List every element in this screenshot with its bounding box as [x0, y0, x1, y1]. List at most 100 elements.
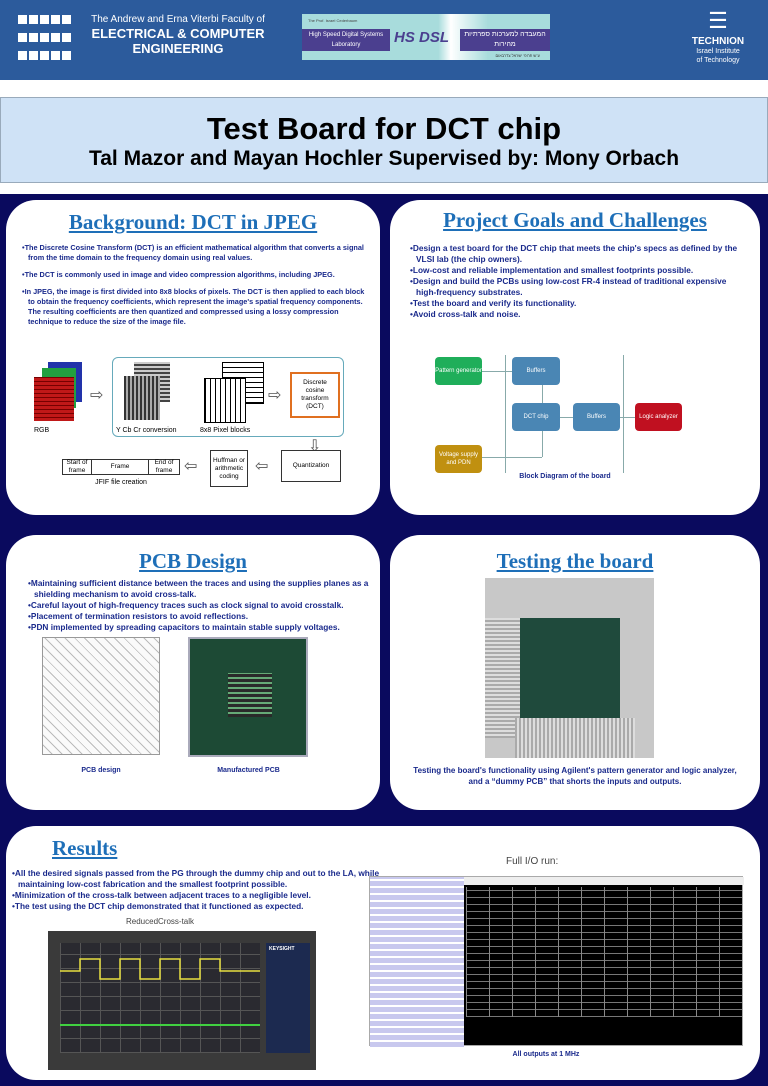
header-banner: The Andrew and Erna Viterbi Faculty of E… — [0, 0, 768, 80]
oscilloscope-photo: KEYSIGHT — [48, 931, 316, 1070]
faculty-line2: ELECTRICAL & COMPUTER — [91, 26, 265, 41]
jfif-label: JFIF file creation — [95, 479, 147, 486]
yellow-trace — [60, 958, 260, 980]
pcb-bullet: PDN implemented by spreading capacitors … — [26, 622, 372, 633]
testing-title: Testing the board — [496, 549, 654, 573]
goals-panel: Project Goals and Challenges Design a te… — [390, 200, 760, 515]
poster-title: Test Board for DCT chip — [206, 111, 562, 146]
buffers-block: Buffers — [512, 357, 560, 385]
faculty-line3: ENGINEERING — [132, 41, 224, 56]
goals-title: Project Goals and Challenges — [443, 208, 707, 232]
conversion-group — [112, 357, 344, 437]
technion-logo: ☰ TECHNION Israel Institute of Technolog… — [680, 6, 756, 65]
connector-line — [620, 417, 636, 418]
frame-label: Frame — [110, 463, 130, 470]
signal-list — [370, 877, 464, 1047]
technion-emblem-icon: ☰ — [708, 8, 728, 33]
background-bullet: In JPEG, the image is first divided into… — [20, 287, 366, 327]
huffman-box: Huffman or arithmetic coding — [210, 450, 248, 487]
blocks-label: 8x8 Pixel blocks — [200, 427, 251, 434]
scope-brand: KEYSIGHT — [269, 946, 295, 952]
technion-name: TECHNION — [691, 36, 745, 47]
results-panel: Results All the desired signals passed f… — [6, 826, 760, 1080]
background-bullet: The DCT is commonly used in image and vi… — [20, 270, 366, 280]
lab-name-en: High Speed Digital Systems Laboratory — [302, 29, 390, 51]
lab-logo-text: HS DSL — [394, 29, 450, 46]
background-bullet: The Discrete Cosine Transform (DCT) is a… — [20, 243, 366, 263]
rgb-red-layer — [34, 377, 74, 421]
voltage-supply-block: Voltage supply and PDN — [435, 445, 482, 473]
goals-bullet: Test the board and verify its functional… — [408, 298, 746, 309]
background-title: Background: DCT in JPEG — [68, 210, 318, 234]
title-box: Test Board for DCT chip Tal Mazor and Ma… — [0, 97, 768, 183]
connector-line — [482, 371, 512, 372]
results-bullet: All the desired signals passed from the … — [10, 868, 380, 890]
ycbcr-layer — [124, 376, 160, 420]
connector-line — [542, 383, 543, 403]
start-frame-box: Start of frame — [62, 459, 92, 475]
connector-line — [482, 457, 542, 458]
huffman-label: Huffman or arithmetic coding — [212, 456, 246, 480]
dct-label: Discrete cosine transform (DCT) — [301, 379, 329, 410]
start-label: Start of frame — [66, 459, 88, 474]
divider-line — [623, 355, 624, 473]
chip-socket — [228, 673, 272, 717]
pcb-panel: PCB Design Maintaining sufficient distan… — [6, 535, 380, 810]
logic-analyzer-block: Logic analyzer — [635, 403, 682, 431]
pattern-generator-block: Pattern generator — [435, 357, 482, 385]
time-ruler — [464, 877, 744, 885]
test-setup-photo — [485, 578, 654, 758]
goals-bullet: Design a test board for the DCT chip tha… — [408, 243, 746, 265]
arrow-right-icon: ⇨ — [268, 387, 282, 404]
block-diagram-caption: Block Diagram of the board — [519, 473, 611, 480]
buffers-block: Buffers — [573, 403, 620, 431]
divider-line — [505, 355, 506, 473]
manufactured-pcb-caption: Manufactured PCB — [217, 767, 280, 774]
connector-line — [560, 417, 580, 418]
end-label: End of frame — [154, 459, 174, 474]
results-bullet: Minimization of the cross-talk between a… — [10, 890, 380, 901]
quantization-box: Quantization — [281, 450, 341, 482]
connector-line — [542, 431, 543, 457]
poster-authors: Tal Mazor and Mayan Hochler Supervised b… — [88, 147, 680, 170]
lab-sub-he: ע"ש פרופ' ישראל צדרבאום — [495, 53, 540, 58]
testing-caption: Testing the board's functionality using … — [413, 766, 737, 786]
faculty-line1: The Andrew and Erna Viterbi Faculty of — [91, 14, 265, 25]
hsdsl-lab-logo: The Prof. Israel Cederbaum High Speed Di… — [302, 14, 550, 60]
lab-name-he: המעבדה למערכות ספרתיות מהירות — [460, 29, 550, 51]
rgb-label: RGB — [34, 427, 50, 434]
arrow-left-icon: ⇦ — [184, 458, 198, 475]
testing-panel: Testing the board Testing the board's fu… — [390, 535, 760, 810]
arrow-right-icon: ⇨ — [90, 387, 104, 404]
logic-analyzer-screenshot — [369, 876, 744, 1047]
goals-bullet: Design and build the PCBs using low-cost… — [408, 276, 746, 298]
lab-prefix: The Prof. Israel Cederbaum — [308, 18, 358, 23]
goals-bullet: Low-cost and reliable implementation and… — [408, 265, 746, 276]
technion-sub2: of Technology — [696, 57, 740, 64]
quant-label: Quantization — [292, 462, 330, 469]
io-title: Full I/O run: — [506, 856, 559, 867]
pcb-design-caption: PCB design — [81, 767, 121, 774]
arrow-left-icon: ⇦ — [255, 458, 269, 475]
pcb-bullet: Maintaining sufficient distance between … — [26, 578, 372, 600]
pcb-title: PCB Design — [139, 549, 247, 573]
pcb-design-image — [42, 637, 160, 755]
board-in-photo — [520, 618, 620, 718]
manufactured-pcb-image — [188, 637, 308, 757]
frame-box: Frame — [91, 459, 149, 475]
ribbon-cable — [485, 618, 520, 738]
waveforms — [466, 887, 742, 1017]
scope-title: ReducedCross-talk — [126, 917, 195, 926]
end-frame-box: End of frame — [148, 459, 180, 475]
dct-box: Discrete cosine transform (DCT) — [290, 372, 340, 418]
io-caption: All outputs at 1 MHz — [512, 1051, 580, 1058]
results-title: Results — [52, 836, 118, 860]
dct-chip-block: DCT chip — [512, 403, 560, 431]
ycbcr-label: Y Cb Cr conversion — [116, 427, 177, 434]
pcb-bullet: Careful layout of high-frequency traces … — [26, 600, 372, 611]
pixel-block — [204, 378, 246, 423]
faculty-squares-icon — [18, 14, 74, 68]
background-panel: Background: DCT in JPEG The Discrete Cos… — [6, 200, 380, 515]
pcb-bullet: Placement of termination resistors to av… — [26, 611, 372, 622]
results-bullet: The test using the DCT chip demonstrated… — [10, 901, 380, 912]
